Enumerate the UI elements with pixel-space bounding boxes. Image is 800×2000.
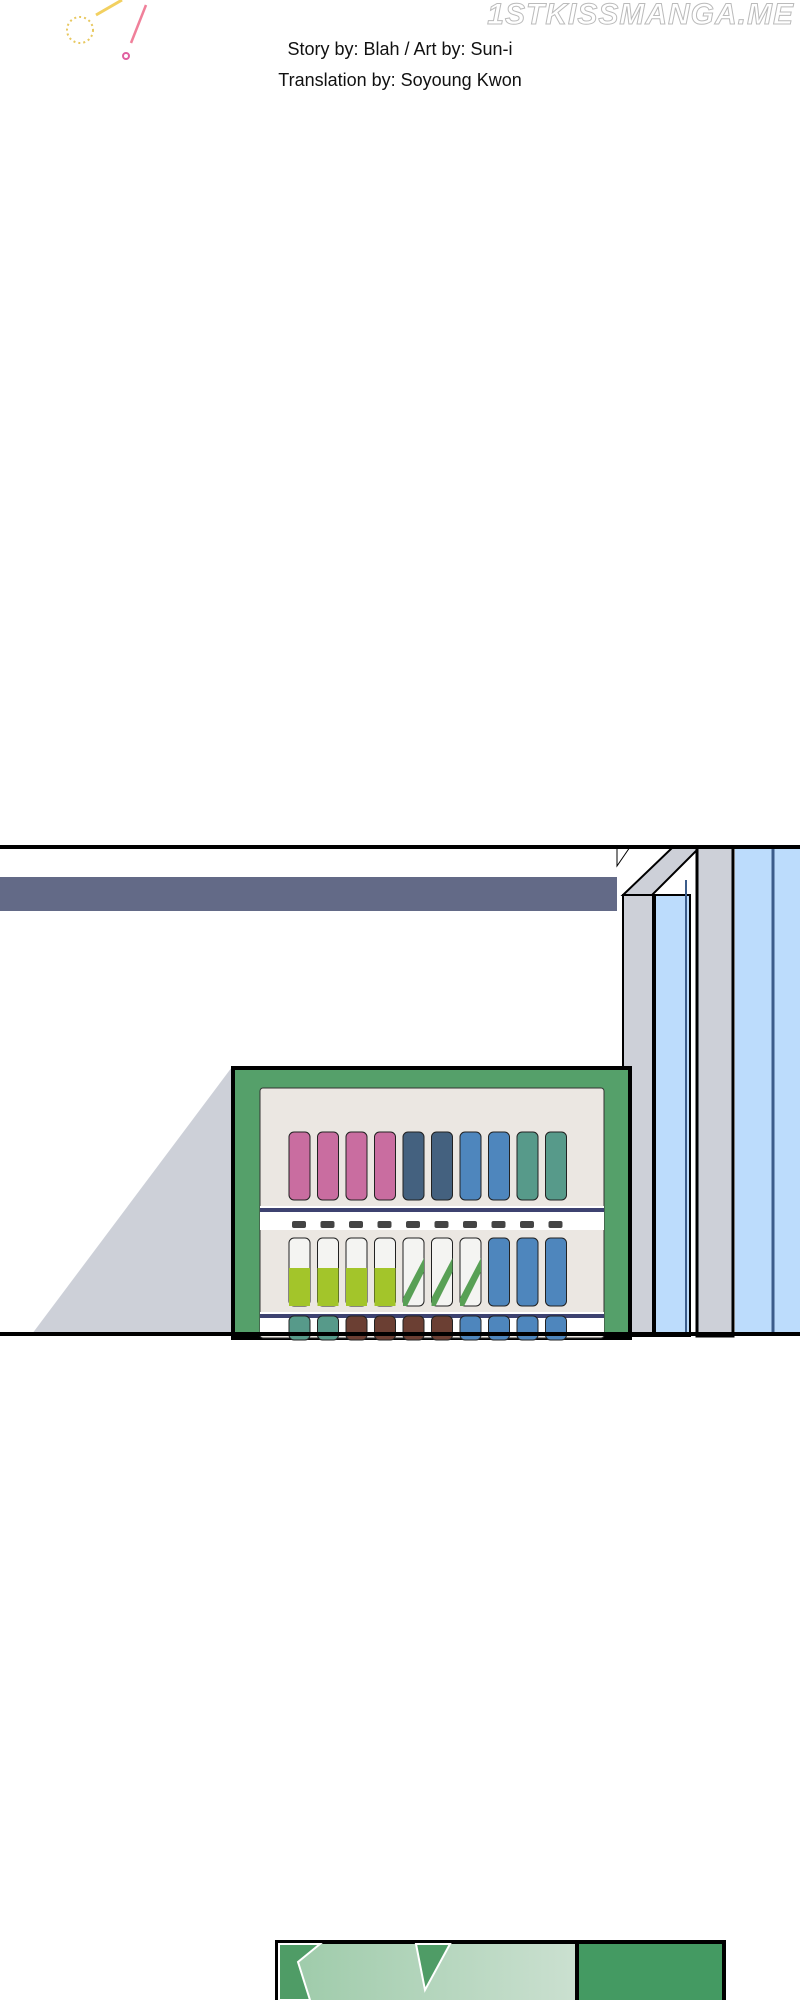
bottle <box>516 1131 539 1201</box>
sparkle-decoration <box>66 0 148 60</box>
select-button <box>377 1221 392 1228</box>
bottle-stripe <box>403 1258 424 1306</box>
bottle-fill <box>374 1268 396 1306</box>
select-button <box>292 1221 306 1228</box>
select-button <box>548 1221 563 1228</box>
store-panel <box>0 845 800 1341</box>
story-credit: Story by: Blah / Art by: Sun-i <box>287 39 513 59</box>
bottle <box>488 1237 510 1307</box>
bottle <box>374 1131 396 1201</box>
bottle <box>545 1131 567 1201</box>
bottle-fill <box>289 1268 310 1306</box>
select-button <box>463 1221 477 1228</box>
bottle <box>345 1131 368 1201</box>
bottle <box>516 1315 539 1341</box>
bottle <box>488 1131 510 1201</box>
select-button <box>320 1221 335 1228</box>
bottle <box>431 1315 453 1341</box>
select-button <box>349 1221 363 1228</box>
bottle <box>516 1237 539 1307</box>
vending-machine <box>231 1066 632 1341</box>
bottle <box>374 1315 396 1341</box>
next-panel <box>275 1940 726 2000</box>
select-button <box>406 1221 420 1228</box>
bottle <box>459 1315 482 1341</box>
bottle <box>288 1131 311 1201</box>
shelf-edge <box>260 1314 604 1318</box>
bottle <box>317 1131 339 1201</box>
bottle <box>345 1315 368 1341</box>
select-button <box>491 1221 506 1228</box>
bottle <box>317 1315 339 1341</box>
bottle <box>545 1237 567 1307</box>
bottle <box>288 1315 311 1341</box>
bottle <box>459 1131 482 1201</box>
bottle-fill <box>346 1268 367 1306</box>
bottle-fill <box>317 1268 339 1306</box>
bottle <box>545 1315 567 1341</box>
select-button <box>520 1221 534 1228</box>
bottle <box>431 1131 453 1201</box>
select-button <box>434 1221 449 1228</box>
watermark: 1STKISSMANGA.ME <box>487 0 794 32</box>
bottle <box>402 1315 425 1341</box>
translation-credit: Translation by: Soyoung Kwon <box>278 70 522 90</box>
bottle-stripe <box>431 1258 453 1306</box>
bottle <box>488 1315 510 1341</box>
shelf-edge <box>260 1208 604 1212</box>
bottle <box>402 1131 425 1201</box>
bottle-stripe <box>460 1258 481 1306</box>
